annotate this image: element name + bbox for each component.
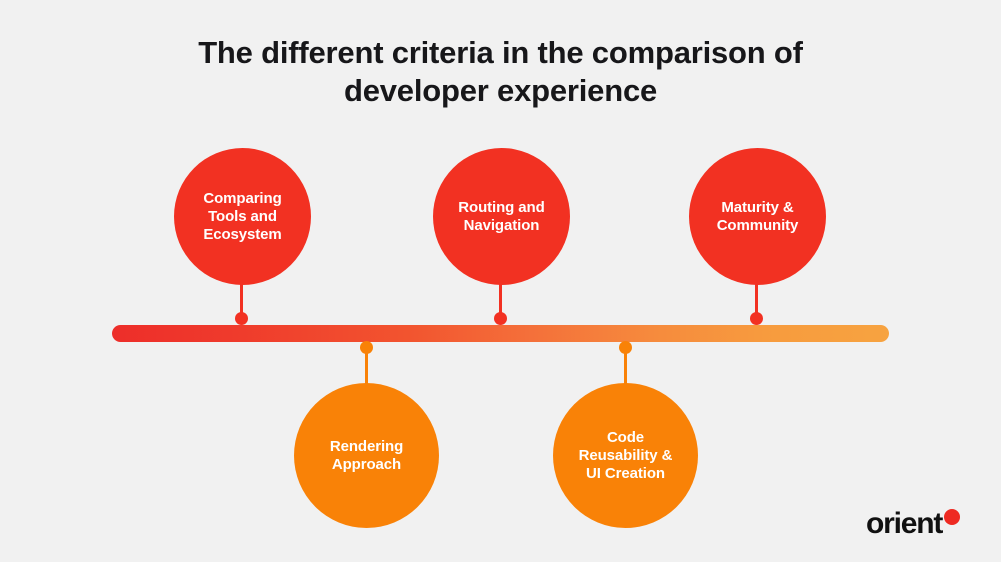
node-label-code-reusability-and-ui-creation: Code Reusability & UI Creation [578, 428, 673, 482]
node-stem-rendering-approach [365, 348, 368, 388]
page-title-line-1: The different criteria in the comparison… [198, 35, 803, 70]
node-dot-rendering-approach [360, 341, 373, 354]
node-circle-comparing-tools-and-ecosystem[interactable]: Comparing Tools and Ecosystem [174, 148, 311, 285]
node-circle-rendering-approach[interactable]: Rendering Approach [294, 383, 439, 528]
node-dot-routing-and-navigation [494, 312, 507, 325]
node-label-routing-and-navigation: Routing and Navigation [458, 198, 545, 234]
node-circle-maturity-and-community[interactable]: Maturity & Community [689, 148, 826, 285]
circle-dot-icon [944, 509, 961, 525]
page-title-line-2: developer experience [343, 73, 658, 108]
node-stem-maturity-and-community [755, 283, 758, 319]
node-dot-comparing-tools-and-ecosystem [235, 312, 248, 325]
node-circle-code-reusability-and-ui-creation[interactable]: Code Reusability & UI Creation [553, 383, 698, 528]
node-dot-maturity-and-community [750, 312, 763, 325]
page-title: The different criteria in the comparison… [0, 34, 1001, 110]
node-label-comparing-tools-and-ecosystem: Comparing Tools and Ecosystem [203, 189, 282, 243]
node-label-rendering-approach: Rendering Approach [329, 437, 404, 473]
brand-logo-wordmark: orient [866, 507, 943, 540]
node-dot-code-reusability-and-ui-creation [619, 341, 632, 354]
node-stem-comparing-tools-and-ecosystem [240, 283, 243, 319]
timeline-bar [112, 325, 889, 342]
node-stem-routing-and-navigation [499, 283, 502, 319]
node-label-maturity-and-community: Maturity & Community [716, 198, 799, 234]
brand-logo[interactable]: orient [866, 505, 961, 540]
node-circle-routing-and-navigation[interactable]: Routing and Navigation [433, 148, 570, 285]
node-stem-code-reusability-and-ui-creation [624, 348, 627, 388]
